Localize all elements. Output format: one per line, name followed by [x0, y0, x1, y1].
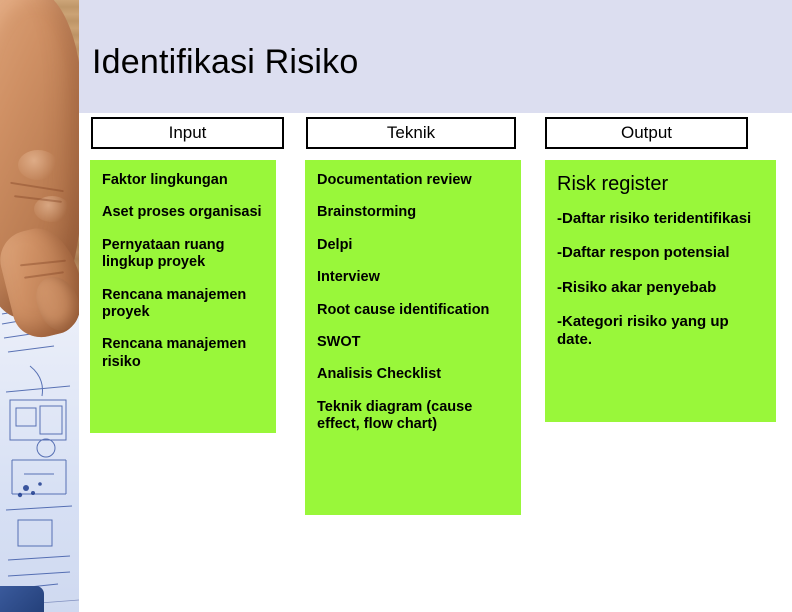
list-item: -Daftar respon potensial	[557, 244, 730, 262]
hand-pointing-at-blueprint-photo	[0, 0, 79, 612]
list-item: -Daftar risiko teridentifikasi	[557, 210, 752, 227]
list-item: Analisis Checklist	[317, 366, 442, 383]
list-item: Root cause identification	[317, 301, 490, 318]
column-header-input[interactable]: Input	[91, 117, 284, 149]
list-item: Delpi	[317, 236, 353, 253]
list-item: Interview	[317, 269, 380, 286]
list-item: -Kategori risiko yang up date.	[557, 312, 729, 349]
knuckle-shape	[34, 196, 70, 222]
list-item: Pernyataan ruang lingkup proyek	[102, 236, 225, 271]
photo-blueprint-paper	[0, 288, 79, 612]
title-band	[79, 0, 792, 113]
list-item: Documentation review	[317, 172, 472, 188]
column-header-teknik[interactable]: Teknik	[306, 117, 516, 149]
column-header-input-label: Input	[168, 123, 207, 142]
list-item: Aset proses organisasi	[102, 204, 262, 221]
list-item: -Risiko akar penyebab	[557, 278, 717, 296]
list-item: Brainstorming	[317, 204, 417, 221]
column-header-output[interactable]: Output	[545, 117, 748, 149]
knuckle-shape	[18, 150, 58, 180]
output-lead-label: Risk register	[557, 173, 669, 195]
denim-fabric	[0, 586, 44, 612]
blueprint-lines-icon	[0, 289, 79, 607]
list-item: SWOT	[317, 333, 361, 350]
list-item: Teknik diagram (cause effect, flow chart…	[317, 398, 473, 433]
column-body-input: Faktor lingkungan Aset proses organisasi…	[90, 160, 276, 433]
column-header-output-label: Output	[620, 123, 673, 142]
list-item: Rencana manajemen risiko	[102, 336, 247, 370]
column-body-teknik: Documentation review Brainstorming Delpi…	[305, 160, 521, 515]
column-body-output: Risk register -Daftar risiko teridentifi…	[545, 160, 776, 422]
list-item: Faktor lingkungan	[102, 172, 228, 188]
page-title: Identifikasi Risiko	[92, 43, 359, 81]
column-header-teknik-label: Teknik	[386, 123, 436, 142]
list-item: Rencana manajemen proyek	[102, 286, 247, 320]
